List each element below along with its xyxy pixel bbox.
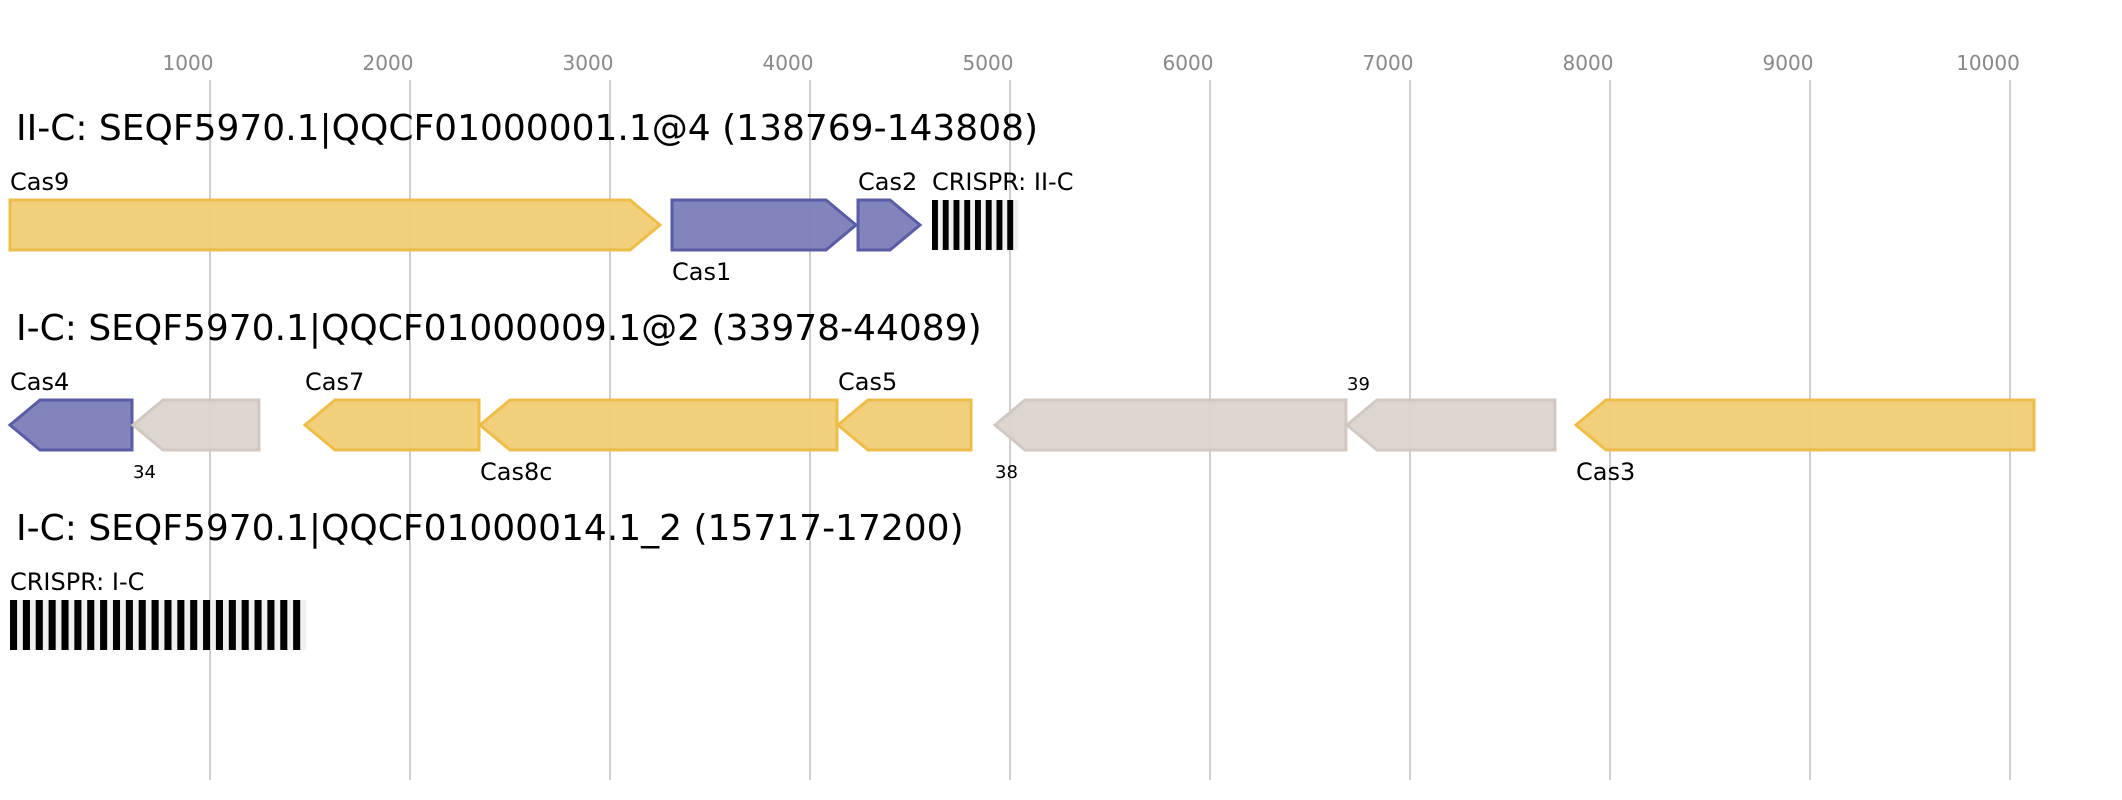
locus-title: II-C: SEQF5970.1|QQCF01000001.1@4 (13876…	[16, 108, 1038, 149]
gene-shape	[835, 398, 973, 452]
gene-label: CRISPR: I-C	[10, 568, 144, 596]
crispr-repeat	[151, 600, 159, 650]
gene-arrow: Cas5	[835, 368, 973, 452]
crispr-array: CRISPR: I-C	[10, 568, 306, 650]
crispr-repeat	[228, 600, 236, 650]
crispr-repeat	[100, 600, 108, 650]
tick-label: 9000	[1763, 51, 1814, 75]
gene-arrow: 34	[130, 398, 261, 483]
gene-arrow: 38	[992, 398, 1348, 483]
crispr-repeat	[190, 600, 198, 650]
tick-label: 4000	[763, 51, 814, 75]
gene-shape	[8, 198, 663, 252]
gene-arrow: Cas3	[1573, 398, 2036, 486]
crispr-repeat	[61, 600, 69, 650]
gene-label: Cas8c	[480, 458, 552, 486]
gene-label: 34	[133, 462, 156, 483]
gene-shape	[856, 198, 923, 252]
gene-label: 39	[1347, 374, 1370, 395]
gene-arrow: Cas7	[302, 368, 481, 452]
tick-label: 5000	[963, 51, 1014, 75]
gene-arrow: 39	[1344, 374, 1557, 452]
gene-arrow: Cas2	[856, 168, 923, 252]
gene-shape	[992, 398, 1348, 452]
crispr-repeat	[932, 200, 938, 250]
gene-shape	[477, 398, 839, 452]
crispr-repeat	[942, 200, 949, 250]
gene-arrow: Cas4	[7, 368, 134, 452]
crispr-repeat	[112, 600, 121, 650]
crispr-repeat	[241, 600, 249, 650]
axis-ticks: 1000 2000 3000 4000 5000 6000 7000 8000 9000 1000…	[163, 51, 2020, 75]
locus-title: I-C: SEQF5970.1|QQCF01000014.1_2 (15717-…	[16, 508, 964, 549]
gene-shape	[670, 198, 859, 252]
gene-label: 38	[995, 462, 1018, 483]
crispr-repeat	[1007, 200, 1014, 250]
tick-label: 8000	[1563, 51, 1614, 75]
gene-label: Cas1	[672, 258, 731, 286]
gene-shape	[1573, 398, 2036, 452]
gene-arrow: Cas8c	[477, 398, 839, 486]
locus-track: II-C: SEQF5970.1|QQCF01000001.1@4 (13876…	[8, 108, 1073, 286]
crispr-repeat	[138, 600, 146, 650]
gene-label: Cas2	[858, 168, 917, 196]
crispr-array: CRISPR: II-C	[932, 168, 1073, 250]
locus-title: I-C: SEQF5970.1|QQCF01000009.1@2 (33978-…	[16, 308, 982, 349]
gene-shape	[302, 398, 481, 452]
gene-arrow: Cas1	[670, 198, 859, 286]
loci: II-C: SEQF5970.1|QQCF01000001.1@4 (13876…	[7, 108, 2036, 650]
tick-label: 1000	[163, 51, 214, 75]
gene-arrow: Cas9	[8, 168, 663, 252]
tick-label: 3000	[563, 51, 614, 75]
crispr-repeat	[215, 600, 223, 650]
tick-label: 10000	[1956, 51, 2020, 75]
crispr-repeat	[267, 600, 275, 650]
crispr-repeat	[87, 600, 95, 650]
gene-label: Cas5	[838, 368, 897, 396]
crispr-repeat	[975, 200, 981, 250]
crispr-repeat	[996, 200, 1003, 250]
crispr-repeat	[177, 600, 185, 650]
crispr-repeat	[48, 600, 56, 650]
tick-label: 6000	[1163, 51, 1214, 75]
crispr-repeat	[22, 600, 30, 650]
locus-track: I-C: SEQF5970.1|QQCF01000009.1@2 (33978-…	[7, 308, 2036, 486]
gene-label: Cas3	[1576, 458, 1635, 486]
gene-label: CRISPR: II-C	[932, 168, 1073, 196]
tick-label: 7000	[1363, 51, 1414, 75]
crispr-repeat	[35, 600, 43, 650]
crispr-repeat	[964, 200, 971, 250]
crispr-repeat	[164, 600, 172, 650]
crispr-repeat	[254, 600, 262, 650]
gene-shape	[7, 398, 134, 452]
gene-shape	[1344, 398, 1557, 452]
gene-label: Cas9	[10, 168, 69, 196]
gene-label: Cas7	[305, 368, 364, 396]
crispr-repeat	[985, 200, 992, 250]
crispr-repeat	[280, 600, 288, 650]
tick-label: 2000	[363, 51, 414, 75]
gene-label: Cas4	[10, 368, 69, 396]
crispr-repeat	[74, 600, 82, 650]
crispr-repeat	[125, 600, 133, 650]
locus-track: I-C: SEQF5970.1|QQCF01000014.1_2 (15717-…	[10, 508, 964, 650]
crispr-repeat	[293, 600, 301, 650]
gene-shape	[130, 398, 261, 452]
crispr-repeat	[953, 200, 960, 250]
crispr-repeat	[10, 600, 18, 650]
crispr-repeat	[203, 600, 211, 650]
